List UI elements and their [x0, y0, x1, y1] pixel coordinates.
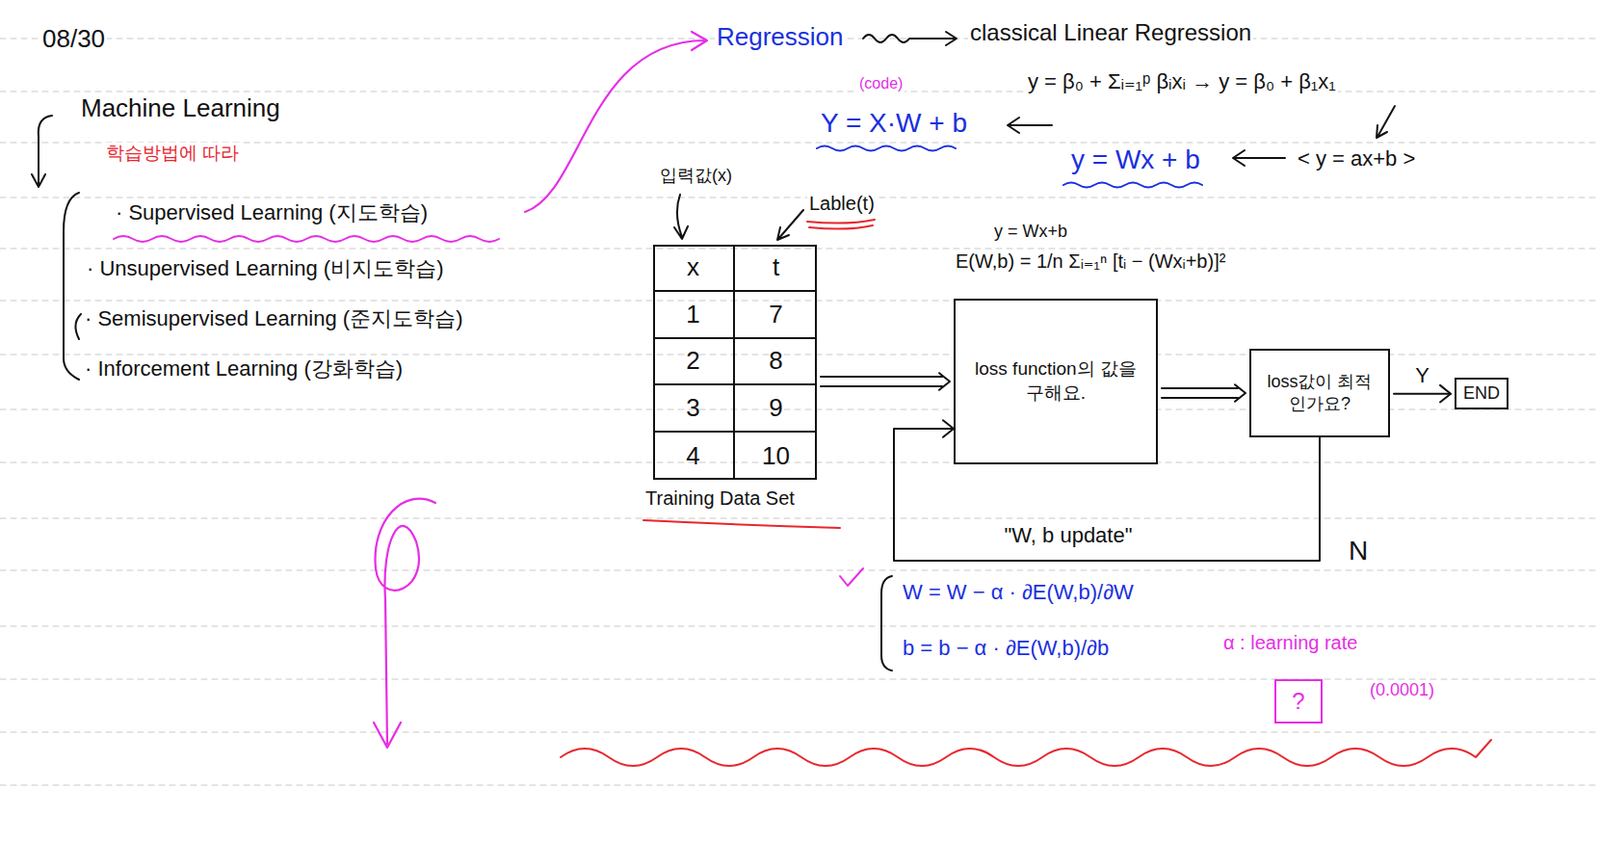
table-cell: 3: [653, 385, 735, 433]
pointer-arrow: [674, 194, 804, 240]
connector-line: [820, 376, 943, 387]
decision-box: loss값이 최적인가요?: [1249, 348, 1391, 438]
table-cell: 4: [653, 432, 735, 480]
box-text: loss값이 최적인가요?: [1262, 370, 1377, 417]
question-box: ?: [1274, 679, 1323, 724]
update-bracket: [881, 576, 892, 671]
flow-arrow: [820, 372, 950, 391]
connector-line: [939, 372, 950, 391]
column-note: Lable(t): [807, 192, 877, 215]
note: (code): [857, 75, 905, 93]
list-item: · Inforcement Learning (강화학습): [82, 356, 405, 381]
branch-label: N: [1346, 535, 1370, 567]
update-formula: W = W − α · ∂E(W,b)/∂W: [900, 579, 1136, 604]
edge-label: Y: [1413, 363, 1432, 388]
heading: Regression: [714, 23, 846, 53]
connector-line: [1440, 385, 1451, 403]
box-text: END: [1463, 382, 1500, 405]
pink-wavy-underline: [113, 236, 499, 242]
table-cell: 8: [734, 339, 817, 387]
table-cell: t: [734, 244, 817, 292]
loss-formula: E(W,b) = 1/n Σᵢ₌₁ⁿ [tᵢ − (Wxᵢ+b)]²: [953, 250, 1228, 273]
connector-line: [1393, 393, 1451, 395]
curly-arrow: [31, 115, 53, 187]
list-item: · Supervised Learning (지도학습): [113, 200, 430, 225]
formula: y = Wx+b: [992, 221, 1070, 242]
note: (0.0001): [1367, 680, 1437, 701]
table-cell: 10: [734, 432, 817, 480]
note: α : learning rate: [1221, 631, 1360, 655]
table-cell: x: [653, 244, 735, 292]
table-cell: 7: [734, 291, 817, 340]
date: 08/30: [40, 25, 107, 54]
box-text: loss function의 값을 구해요.: [967, 357, 1145, 405]
table-caption: Training Data Set: [643, 487, 797, 510]
red-wave: [560, 739, 1492, 766]
squiggle-arrow: [863, 31, 957, 46]
formula: y = Wx + b: [1069, 144, 1203, 176]
table-cell: 2: [653, 339, 735, 387]
formula: y = β₀ + Σᵢ₌₁ᵖ βᵢxᵢ → y = β₀ + β₁x₁: [1025, 69, 1338, 94]
ruled-lines: [0, 38, 1600, 786]
list-bracket: [63, 192, 81, 380]
data-table: Training Data Setxt172839410: [653, 244, 817, 480]
table-cell: 9: [734, 385, 817, 433]
heading: classical Linear Regression: [968, 19, 1254, 47]
list-item: · Semisupervised Learning (준지도학습): [82, 306, 465, 331]
box-text: ?: [1291, 685, 1305, 716]
column-note: 입력값(x): [657, 165, 735, 186]
connector-line: [943, 419, 954, 438]
topic-title: Machine Learning: [78, 94, 283, 124]
update-formula: b = b − α · ∂E(W,b)/∂b: [900, 635, 1111, 660]
edge-label: "W, b update": [1001, 523, 1134, 548]
connector-line: [1161, 388, 1238, 398]
end-box: END: [1454, 377, 1509, 410]
formula: Y = X·W + b: [818, 107, 970, 139]
process-box: loss function의 값을 구해요.: [953, 298, 1158, 465]
flow-arrow: [1161, 384, 1246, 402]
pink-loop-arrow: [373, 498, 436, 748]
subtitle-note: 학습방법에 따라: [104, 142, 241, 164]
red-underline: [643, 219, 875, 528]
down-arrow: [1376, 105, 1395, 138]
list-item: · Unsupervised Learning (비지도학습): [84, 256, 446, 281]
check-mark: [839, 568, 864, 586]
table-cell: 1: [653, 291, 735, 340]
connector-line: [1234, 384, 1246, 402]
formula: < y = ax+b >: [1295, 146, 1417, 171]
